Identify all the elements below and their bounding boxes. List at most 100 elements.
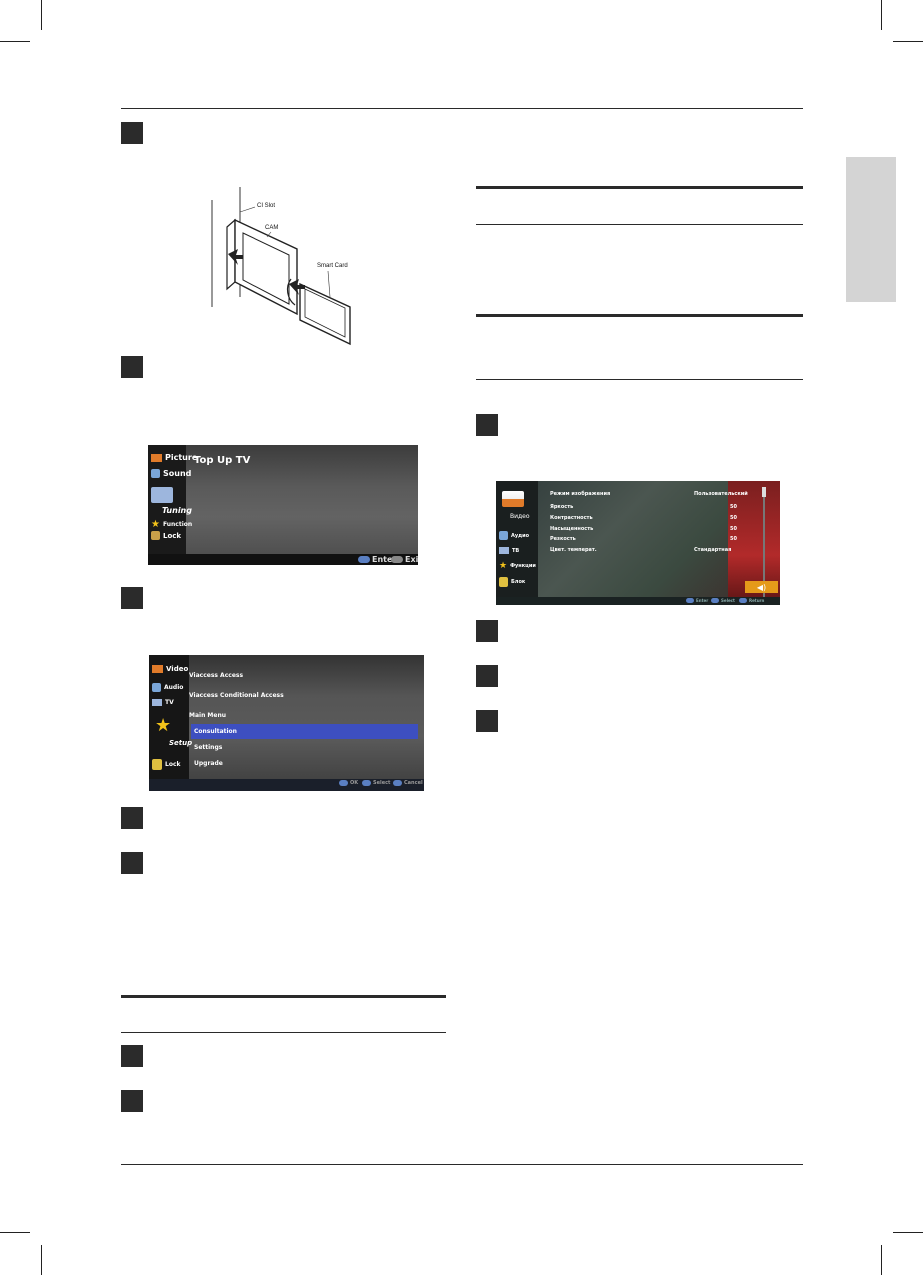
setting-label[interactable]: Цвет. температ.: [550, 547, 597, 553]
menu-item-lock[interactable]: Lock: [151, 531, 181, 540]
tv-screen-top-up: Picture Sound Tuning ★ Function Lock Top…: [148, 445, 418, 565]
return-hint[interactable]: Return: [739, 598, 764, 603]
setting-value: 50: [730, 504, 737, 510]
step-marker: [121, 1045, 143, 1067]
tuning-icon: [151, 487, 173, 503]
speaker-icon: ◀): [756, 582, 767, 592]
menu-item-video[interactable]: Video: [152, 665, 188, 673]
star-icon: ★: [155, 715, 172, 736]
menu-item-audio[interactable]: Аудио: [499, 531, 529, 540]
return-button-icon: [739, 598, 747, 603]
menu-item-audio[interactable]: Audio: [152, 683, 183, 692]
menu-option[interactable]: Viaccess Access: [189, 672, 244, 679]
crop-mark: [881, 1245, 882, 1275]
enter-button-icon: [686, 598, 694, 603]
cancel-hint[interactable]: Cancel: [393, 780, 423, 786]
setting-label[interactable]: Яркость: [550, 504, 574, 510]
setting-label[interactable]: Резкость: [550, 536, 576, 542]
menu-item-lock[interactable]: Блок: [499, 577, 525, 587]
ok-hint[interactable]: OK: [339, 780, 358, 786]
menu-item-video-icon[interactable]: [502, 491, 527, 507]
select-button-icon: [362, 780, 371, 786]
video-icon: [502, 491, 524, 507]
crop-mark: [41, 0, 42, 30]
star-icon: ★: [499, 561, 508, 571]
audio-icon: [152, 683, 161, 692]
tv-icon: [499, 547, 509, 554]
step-marker: [121, 852, 143, 874]
menu-item-lock[interactable]: Lock: [152, 759, 181, 770]
scrollbar[interactable]: [763, 487, 765, 597]
smart-card-label: Smart Card: [317, 263, 348, 269]
step-marker: [121, 356, 143, 378]
step-marker: [476, 710, 498, 732]
cancel-button-icon: [393, 780, 402, 786]
menu-item-tuning[interactable]: [151, 487, 176, 503]
menu-item-function[interactable]: ★ Function: [151, 519, 193, 530]
menu-item-tv[interactable]: TV: [152, 699, 174, 706]
video-icon: [152, 665, 163, 673]
selected-option-highlight: [191, 724, 418, 739]
step-marker: [121, 807, 143, 829]
enter-button-icon: [358, 556, 370, 563]
menu-item-tv[interactable]: ТВ: [499, 547, 519, 554]
cam-label: CAM: [265, 225, 279, 231]
setting-label[interactable]: Контрастность: [550, 515, 593, 521]
tv-icon: [152, 699, 162, 706]
screen-title: Top Up TV: [194, 455, 251, 466]
section-rule-thick: [476, 186, 803, 189]
menu-item-functions[interactable]: ★ Функции: [499, 561, 536, 571]
footer-bar: [496, 597, 780, 605]
exit-hint[interactable]: Exit: [391, 555, 418, 564]
select-hint[interactable]: Select: [711, 598, 735, 603]
ci-slot-label: CI Slot: [257, 203, 276, 209]
lock-icon: [151, 531, 160, 540]
ok-button-icon: [339, 780, 348, 786]
tv-screen-picture-settings: Видео Аудио ТВ ★ Функции Блок Режим изоб…: [496, 481, 780, 605]
crop-mark: [881, 0, 882, 30]
section-rule-thick: [476, 314, 803, 317]
setting-label[interactable]: Режим изображения: [550, 491, 611, 497]
step-marker: [476, 414, 498, 436]
menu-option[interactable]: Settings: [194, 744, 223, 751]
menu-item-setup-icon[interactable]: ★: [155, 715, 174, 736]
audio-shortcut[interactable]: ◀): [745, 581, 778, 593]
menu-item-sound[interactable]: Sound: [151, 469, 191, 478]
enter-hint[interactable]: Enter: [686, 598, 708, 603]
speaker-icon: [151, 469, 160, 478]
section-rule-thin: [121, 1032, 446, 1033]
menu-option[interactable]: Upgrade: [194, 760, 223, 767]
setting-value: 50: [730, 515, 737, 521]
lock-icon: [152, 759, 162, 770]
section-rule-thick: [121, 995, 446, 998]
crop-mark: [893, 41, 923, 42]
step-marker: [121, 587, 143, 609]
section-tab: [846, 157, 896, 302]
star-icon: ★: [151, 519, 160, 530]
select-button-icon: [711, 598, 719, 603]
cam-insertion-diagram: CI Slot CAM Smart Card: [205, 187, 375, 347]
menu-item-picture[interactable]: Picture: [151, 453, 197, 462]
footer-rule: [121, 1164, 803, 1165]
menu-item-video: Видео: [510, 513, 530, 520]
section-rule-thin: [476, 224, 803, 225]
menu-item-setup: Setup: [169, 739, 193, 747]
crop-mark: [41, 1245, 42, 1275]
exit-button-icon: [391, 556, 403, 563]
menu-item-tuning-label: Tuning: [162, 506, 192, 515]
header-rule: [121, 108, 803, 109]
setting-label[interactable]: Насыщенность: [550, 526, 594, 532]
menu-option[interactable]: Viaccess Conditional Access: [189, 692, 284, 699]
crop-mark: [0, 1232, 30, 1233]
setting-value: Стандартная: [694, 547, 732, 553]
crop-mark: [893, 1232, 923, 1233]
select-hint[interactable]: Select: [362, 780, 390, 786]
picture-icon: [151, 453, 162, 462]
menu-option[interactable]: Main Menu: [189, 712, 227, 719]
step-marker: [476, 620, 498, 642]
enter-hint[interactable]: Enter: [358, 555, 396, 564]
scrollbar-thumb[interactable]: [762, 487, 766, 497]
step-marker: [476, 665, 498, 687]
menu-option-selected[interactable]: Consultation: [194, 728, 237, 735]
setting-value: 50: [730, 526, 737, 532]
